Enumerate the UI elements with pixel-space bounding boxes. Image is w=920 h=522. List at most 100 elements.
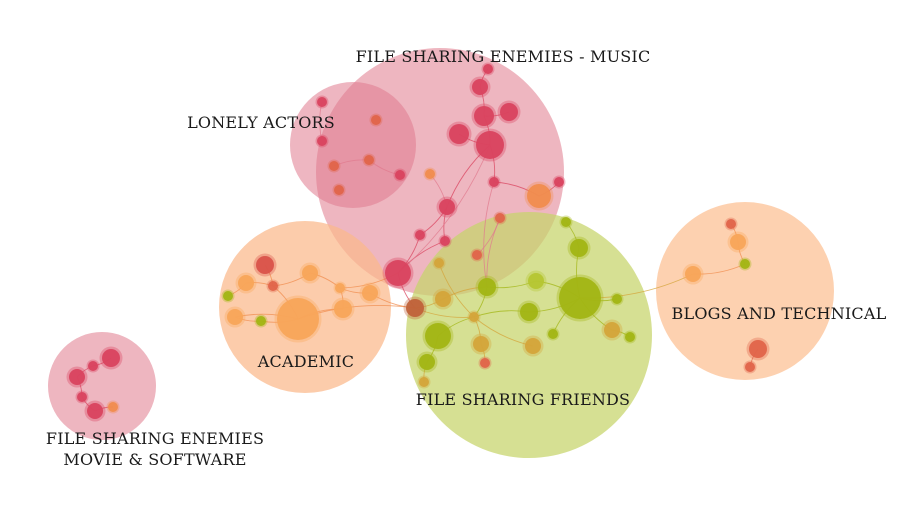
- node: [546, 327, 560, 341]
- node-core: [527, 184, 551, 208]
- node: [467, 310, 481, 324]
- node-core: [625, 332, 635, 342]
- node-core: [256, 316, 266, 326]
- node-core: [559, 277, 601, 319]
- node-core: [395, 170, 405, 180]
- node-core: [268, 281, 278, 291]
- node-core: [439, 199, 455, 215]
- node: [417, 375, 431, 389]
- node: [333, 281, 347, 295]
- node-core: [317, 97, 327, 107]
- node: [274, 295, 322, 343]
- node: [567, 236, 591, 260]
- node-core: [406, 299, 424, 317]
- node: [66, 366, 88, 388]
- node-core: [419, 354, 435, 370]
- node: [327, 159, 341, 173]
- node-core: [472, 250, 482, 260]
- node-core: [570, 239, 588, 257]
- node-core: [102, 349, 120, 367]
- node-core: [277, 298, 319, 340]
- node: [470, 333, 492, 355]
- node: [315, 134, 329, 148]
- node: [446, 121, 472, 147]
- node: [416, 351, 438, 373]
- node: [522, 335, 544, 357]
- node: [556, 274, 604, 322]
- node-core: [256, 256, 274, 274]
- node-core: [749, 340, 767, 358]
- node: [235, 272, 257, 294]
- node: [299, 262, 321, 284]
- node: [382, 257, 414, 289]
- node-core: [472, 79, 488, 95]
- node-core: [745, 362, 755, 372]
- node: [221, 289, 235, 303]
- node-core: [480, 358, 490, 368]
- cluster-blogs: [656, 202, 834, 380]
- cluster-label-movie-line-2: MOVIE & SOFTWARE: [63, 450, 246, 469]
- cluster-label-lonely: LONELY ACTORS: [187, 113, 335, 132]
- node: [369, 113, 383, 127]
- node: [266, 279, 280, 293]
- node: [525, 270, 547, 292]
- node: [423, 167, 437, 181]
- node: [224, 306, 246, 328]
- node: [393, 168, 407, 182]
- node-core: [440, 236, 450, 246]
- node: [403, 296, 427, 320]
- node-core: [476, 131, 504, 159]
- node-core: [434, 258, 444, 268]
- node-core: [362, 285, 378, 301]
- node: [359, 282, 381, 304]
- node: [478, 356, 492, 370]
- node-core: [500, 103, 518, 121]
- node: [497, 100, 521, 124]
- node: [362, 153, 376, 167]
- node-core: [685, 266, 701, 282]
- node-core: [473, 336, 489, 352]
- node-core: [419, 377, 429, 387]
- node-core: [425, 323, 451, 349]
- node: [422, 320, 454, 352]
- node-core: [371, 115, 381, 125]
- node: [413, 228, 427, 242]
- node-core: [88, 361, 98, 371]
- edge: [483, 181, 495, 288]
- node: [471, 103, 497, 129]
- node-core: [483, 64, 493, 74]
- cluster-lonely: [290, 82, 416, 208]
- node: [254, 314, 268, 328]
- node-core: [415, 230, 425, 240]
- node: [724, 217, 738, 231]
- node-core: [87, 403, 103, 419]
- node: [601, 319, 623, 341]
- node: [99, 346, 123, 370]
- node-core: [317, 136, 327, 146]
- node-core: [385, 260, 411, 286]
- cluster-label-blogs: BLOGS AND TECHNICAL: [672, 304, 887, 323]
- node: [552, 175, 566, 189]
- node-core: [435, 291, 451, 307]
- node-core: [227, 309, 243, 325]
- node: [432, 256, 446, 270]
- node: [315, 95, 329, 109]
- node-core: [612, 294, 622, 304]
- node: [475, 275, 499, 299]
- cluster-movie: [48, 332, 156, 440]
- node: [470, 248, 484, 262]
- node: [727, 231, 749, 253]
- node: [481, 62, 495, 76]
- node-core: [364, 155, 374, 165]
- node-core: [478, 278, 496, 296]
- node: [469, 76, 491, 98]
- node-core: [469, 312, 479, 322]
- node: [438, 234, 452, 248]
- node-core: [238, 275, 254, 291]
- node-core: [525, 338, 541, 354]
- node: [84, 400, 106, 422]
- node: [517, 300, 541, 324]
- node: [253, 253, 277, 277]
